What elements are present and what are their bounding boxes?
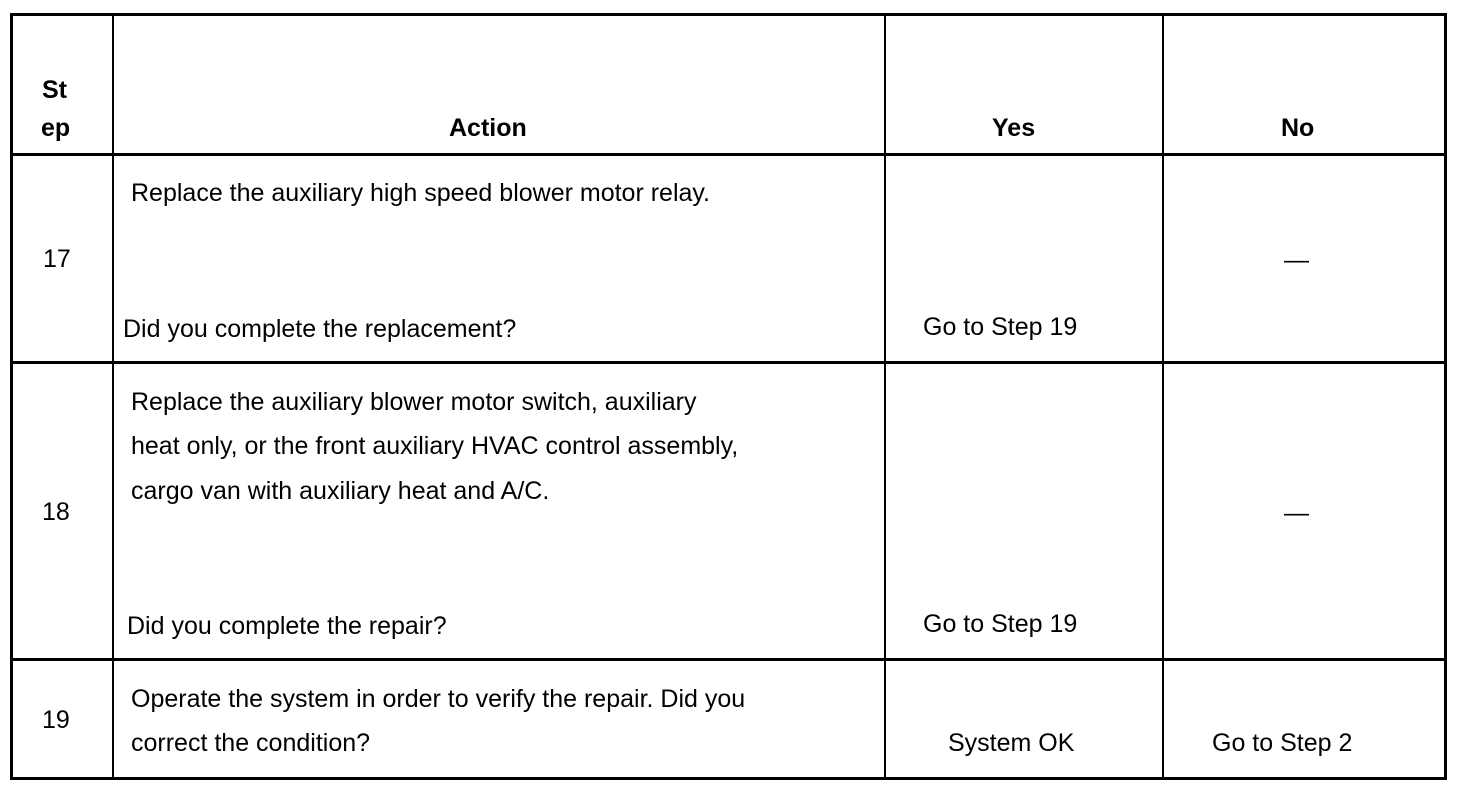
- step-number: 17: [43, 245, 71, 273]
- row-divider: [13, 153, 1444, 156]
- column-divider: [1162, 16, 1164, 777]
- header-step-line2: ep: [41, 114, 71, 142]
- row-divider: [13, 361, 1444, 364]
- header-step-line1: St: [42, 76, 67, 104]
- yes-result: Go to Step 19: [923, 610, 1078, 638]
- step-number: 19: [42, 706, 70, 734]
- action-text: cargo van with auxiliary heat and A/C.: [131, 477, 550, 505]
- action-question: Did you complete the repair?: [127, 612, 447, 640]
- action-text: Operate the system in order to verify th…: [131, 685, 746, 713]
- column-divider: [884, 16, 886, 777]
- no-result: Go to Step 2: [1212, 729, 1353, 757]
- diagnostic-table: St ep Action Yes No 17 Replace the auxil…: [10, 13, 1447, 780]
- header-no: No: [1281, 114, 1315, 142]
- action-text: correct the condition?: [131, 729, 371, 757]
- header-action: Action: [449, 114, 527, 142]
- no-result: —: [1284, 246, 1309, 274]
- yes-result: System OK: [948, 729, 1075, 757]
- yes-result: Go to Step 19: [923, 313, 1078, 341]
- step-number: 18: [42, 498, 70, 526]
- action-question: Did you complete the replacement?: [123, 315, 517, 343]
- row-divider: [13, 658, 1444, 661]
- no-result: —: [1284, 499, 1309, 527]
- action-text: Replace the auxiliary blower motor switc…: [131, 388, 697, 416]
- header-yes: Yes: [992, 114, 1036, 142]
- column-divider: [112, 16, 114, 777]
- action-text: Replace the auxiliary high speed blower …: [131, 179, 711, 207]
- action-text: heat only, or the front auxiliary HVAC c…: [131, 432, 739, 460]
